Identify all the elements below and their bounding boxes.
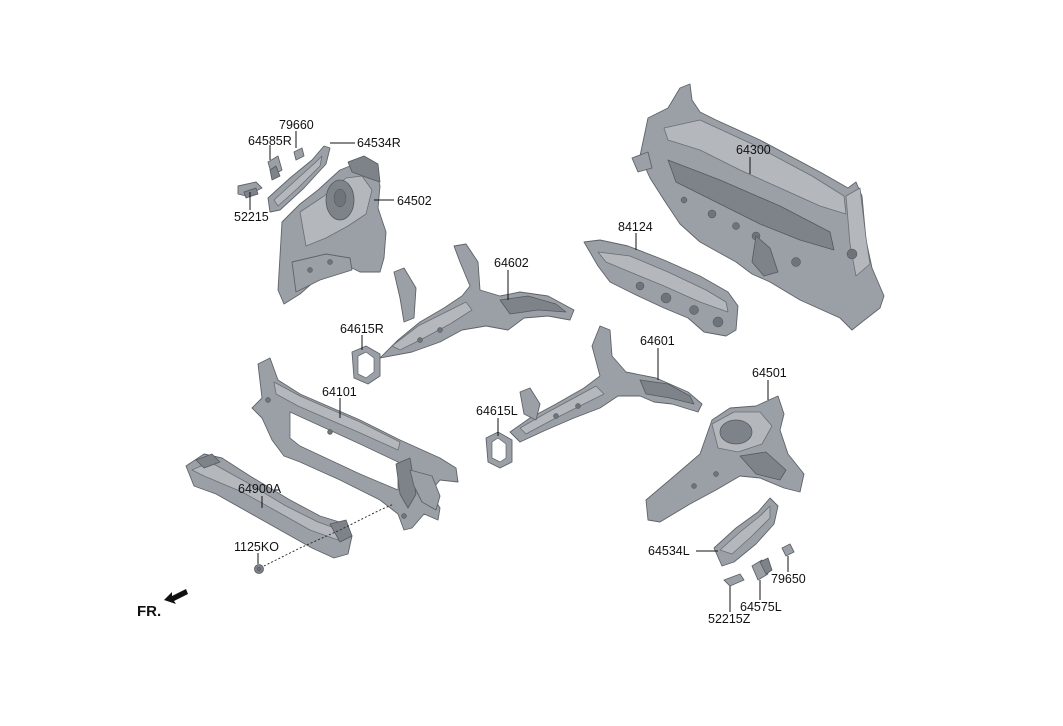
bolt-install-path — [263, 503, 395, 567]
label-64300: 64300 — [736, 143, 771, 157]
part-52215Z-bracket — [723, 573, 745, 587]
part-64534R-upper-member-rh — [267, 145, 331, 213]
label-64615L: 64615L — [476, 404, 518, 418]
label-64534R: 64534R — [357, 136, 401, 150]
part-64534L-upper-member-lh — [713, 497, 779, 567]
label-64615R: 64615R — [340, 322, 384, 336]
label-64602: 64602 — [494, 256, 529, 270]
label-52215: 52215 — [234, 210, 269, 224]
part-79660-clip — [293, 147, 305, 161]
part-64900A-bumper-beam — [185, 453, 353, 559]
front-direction-arrow-icon — [164, 589, 188, 604]
part-64575L-bracket — [751, 557, 773, 581]
part-84124-insulator-pad — [583, 239, 739, 337]
label-64502: 64502 — [397, 194, 432, 208]
part-1125KO-bolt — [254, 564, 264, 574]
label-1125KO: 1125KO — [234, 540, 279, 554]
part-64501-fender-apron-lh — [645, 395, 805, 523]
part-64615L-gasket — [485, 431, 513, 469]
label-64101: 64101 — [322, 385, 357, 399]
label-79660: 79660 — [279, 118, 314, 132]
label-64534L: 64534L — [648, 544, 690, 558]
part-64585R-bracket — [267, 155, 283, 181]
label-64585R: 64585R — [248, 134, 292, 148]
leader-lines — [249, 131, 789, 612]
label-64575L: 64575L — [740, 600, 782, 614]
part-52215-bracket — [237, 181, 263, 199]
label-64501: 64501 — [752, 366, 787, 380]
label-52215Z: 52215Z — [708, 612, 751, 626]
label-79650: 79650 — [771, 572, 806, 586]
front-orientation-marker: FR. — [137, 589, 188, 620]
part-64615R-gasket — [351, 345, 381, 385]
part-64300-dash-panel — [631, 83, 885, 331]
label-64900A: 64900A — [238, 482, 282, 496]
part-64101-carrier-assembly — [251, 357, 459, 531]
part-64502-fender-apron-rh — [277, 155, 387, 305]
part-64602-side-member-rh — [379, 243, 575, 359]
label-84124: 84124 — [618, 220, 653, 234]
part-79650-clip — [781, 543, 795, 557]
part-64601-side-member-lh — [509, 325, 703, 443]
front-label: FR. — [137, 603, 161, 620]
label-64601: 64601 — [640, 334, 675, 348]
